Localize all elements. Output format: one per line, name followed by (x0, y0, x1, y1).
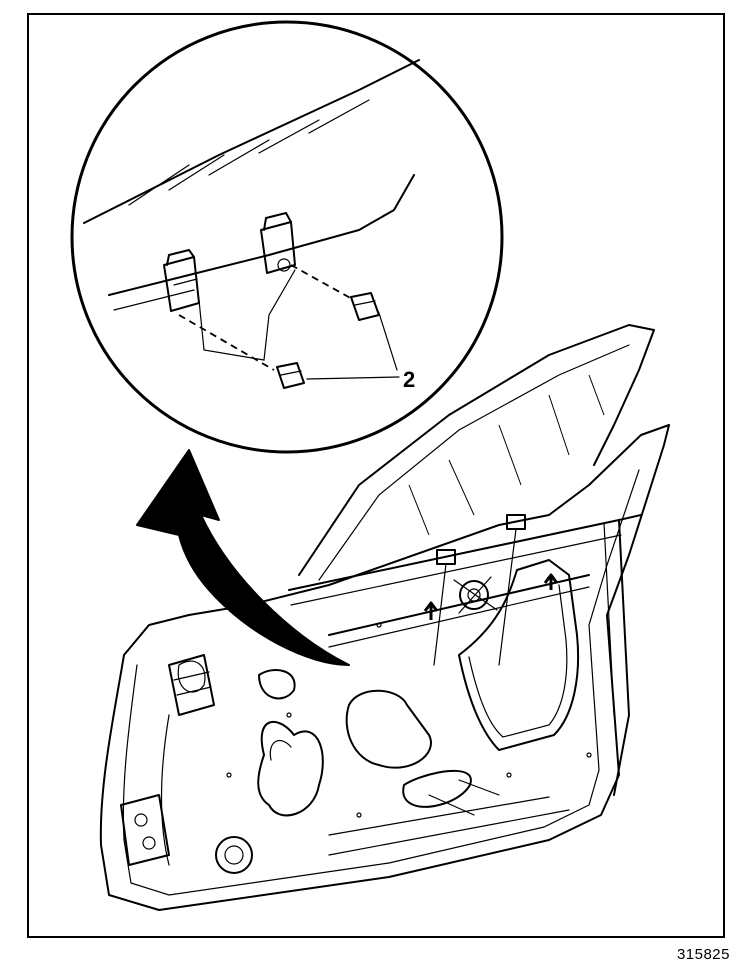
clip-right (260, 212, 296, 274)
figure-id: 315825 (676, 946, 730, 963)
bolt-lower-icon (276, 362, 305, 389)
callout-label: 2 (403, 367, 415, 392)
magnifier-detail-circle: 2 (70, 20, 504, 454)
diagram-frame: 2 (27, 13, 725, 938)
bolt-upper-icon (350, 292, 380, 321)
door-regulator-diagram: 2 (70, 20, 670, 911)
door-panel (99, 324, 670, 911)
direction-arrow-icon (136, 449, 350, 666)
